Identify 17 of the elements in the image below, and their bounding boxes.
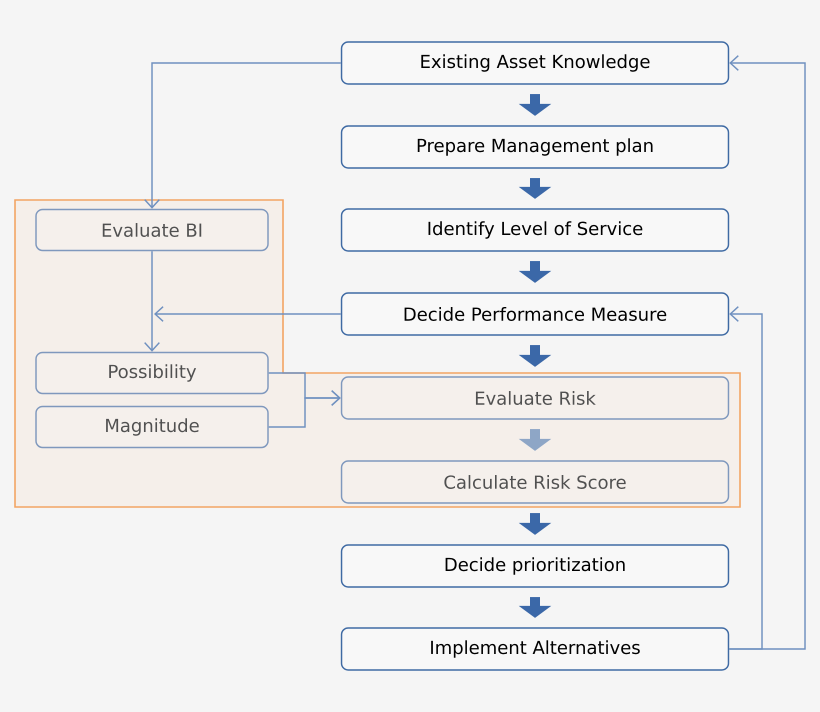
process-box: Decide Performance Measure <box>340 292 730 336</box>
arrow <box>268 390 341 428</box>
process-box: Magnitude <box>35 406 269 448</box>
process-box: Identify Level of Service <box>340 208 730 252</box>
arrow <box>729 55 806 650</box>
process-box: Decide prioritization <box>340 544 730 588</box>
process-box: Evaluate BI <box>35 208 269 252</box>
process-box: Evaluate Risk <box>340 376 730 420</box>
process-box: Existing Asset Knowledge <box>340 41 730 85</box>
arrow <box>144 62 341 209</box>
arrow <box>154 306 341 322</box>
process-box: Calculate Risk Score <box>340 460 730 504</box>
process-box: Prepare Management plan <box>340 125 730 169</box>
process-box: Implement Alternatives <box>340 627 730 671</box>
arrow <box>729 306 763 650</box>
process-box: Possibility <box>35 352 269 394</box>
arrow <box>144 251 160 352</box>
